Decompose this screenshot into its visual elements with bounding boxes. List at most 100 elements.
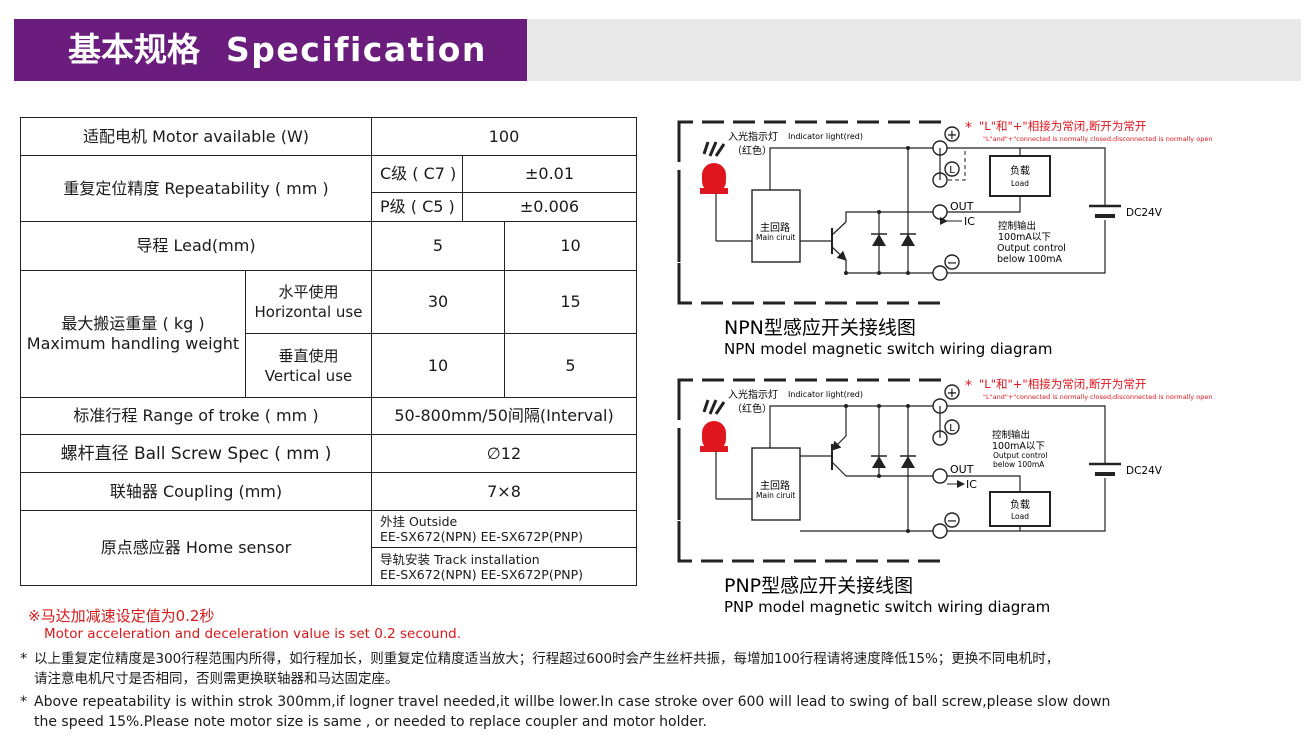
row-coupling: 联轴器 Coupling (mm) 7×8 bbox=[20, 472, 638, 511]
npn-load-en: Load bbox=[1011, 179, 1029, 188]
weight-label: 最大搬运重量 ( kg ) Maximum handling weight bbox=[20, 270, 246, 398]
home-outside-label: 外挂 Outside bbox=[380, 514, 458, 529]
title-cn: 基本规格 bbox=[68, 30, 200, 69]
note-en-line1: Above repeatability is within strok 300m… bbox=[34, 694, 1111, 710]
title-en: Specification bbox=[226, 30, 487, 69]
npn-ctrl-cn: 控制输出 bbox=[998, 220, 1036, 232]
weight-h-value-2: 15 bbox=[503, 270, 638, 334]
spec-table: 适配电机 Motor available (W) 100 重复定位精度 Repe… bbox=[20, 117, 638, 586]
accel-note-en: Motor acceleration and deceleration valu… bbox=[44, 626, 461, 642]
pnp-title-cn: PNP型感应开关接线图 bbox=[724, 575, 913, 597]
pnp-indicator-cn: 入光指示灯 bbox=[728, 388, 778, 401]
repeat-c-grade: C级 ( C7 ) bbox=[371, 155, 463, 193]
accel-note-cn: ※马达加减速设定值为0.2秒 bbox=[28, 607, 215, 625]
npn-indicator-cn: 入光指示灯 bbox=[728, 130, 778, 143]
pnp-terminal-minus bbox=[932, 523, 948, 539]
home-track-label: 导轨安装 Track installation bbox=[380, 551, 540, 567]
motor-label: 适配电机 Motor available (W) bbox=[20, 117, 372, 156]
horizontal-en: Horizontal use bbox=[254, 303, 363, 321]
note-cn: *以上重复定位精度是300行程范围内所得，如行程加长，则重复定位精度适当放大；行… bbox=[20, 649, 1059, 689]
pnp-plus-mark: + bbox=[947, 386, 958, 401]
npn-red-note-en: "L"and"+"connected is normally closed,di… bbox=[983, 135, 1212, 143]
pnp-ctrl-en: Output control bbox=[993, 451, 1047, 460]
note-en: *Above repeatability is within strok 300… bbox=[20, 692, 1110, 732]
npn-star: * bbox=[965, 120, 972, 136]
stroke-value: 50-800mm/50间隔(Interval) bbox=[370, 397, 638, 435]
coupling-label: 联轴器 Coupling (mm) bbox=[20, 472, 372, 511]
row-lead: 导程 Lead(mm) 5 10 bbox=[20, 221, 638, 271]
row-weight-v: 垂直使用 Vertical use 10 5 bbox=[21, 333, 638, 398]
home-outside: 外挂 Outside EE-SX672(NPN) EE-SX672P(PNP) bbox=[370, 510, 638, 548]
pnp-dc-label: DC24V bbox=[1126, 465, 1163, 477]
pnp-indicator-color: （红色） bbox=[732, 402, 772, 415]
pnp-out-label: OUT bbox=[950, 463, 974, 476]
home-label: 原点感应器 Home sensor bbox=[20, 510, 372, 586]
page-title: 基本规格 Specification bbox=[68, 26, 487, 74]
row-weight-h: 最大搬运重量 ( kg ) Maximum handling weight 水平… bbox=[20, 270, 638, 398]
npn-ic-label: IC bbox=[964, 215, 975, 228]
npn-l-mark: L bbox=[949, 165, 955, 176]
stroke-label: 标准行程 Range of troke ( mm ) bbox=[20, 397, 372, 435]
pnp-terminal-out bbox=[932, 468, 948, 484]
npn-main-circuit bbox=[751, 189, 801, 263]
pnp-main-en: Main ciruit bbox=[756, 491, 795, 500]
note-cn-star: * bbox=[20, 651, 28, 667]
note-en-line2: the speed 15%.Please note motor size is … bbox=[34, 714, 707, 730]
motor-value: 100 bbox=[370, 117, 638, 156]
weight-h-value-1: 30 bbox=[371, 270, 505, 334]
repeat-p-value: ±0.006 bbox=[461, 192, 638, 222]
npn-ctrl-en: Output control bbox=[997, 243, 1066, 254]
pnp-ctrl-en2: below 100mA bbox=[993, 460, 1045, 469]
repeat-c-value: ±0.01 bbox=[461, 155, 638, 193]
weight-v-value-2: 5 bbox=[503, 333, 638, 398]
pnp-ctrl-cn: 控制输出 bbox=[992, 429, 1030, 441]
note-cn-line2: 请注意电机尺寸是否相同，否则需更换联轴器和马达固定座。 bbox=[34, 671, 399, 687]
npn-main-en: Main ciruit bbox=[756, 233, 795, 242]
pnp-title-en: PNP model magnetic switch wiring diagram bbox=[724, 598, 1050, 616]
screw-label: 螺杆直径 Ball Screw Spec ( mm ) bbox=[20, 434, 372, 473]
weight-vertical: 垂直使用 Vertical use bbox=[245, 333, 372, 398]
pnp-main-circuit bbox=[751, 447, 801, 521]
pnp-load-cn: 负载 bbox=[1010, 498, 1030, 511]
pnp-ic-label: IC bbox=[966, 478, 977, 491]
npn-main-cn: 主回路 bbox=[760, 221, 790, 234]
repeat-p-grade: P级 ( C5 ) bbox=[371, 192, 463, 222]
pnp-red-note: "L"和"+"相接为常闭,断开为常开 bbox=[979, 377, 1146, 391]
vertical-en: Vertical use bbox=[264, 366, 353, 385]
pnp-indicator-en: Indicator light(red) bbox=[788, 390, 863, 399]
pnp-l-mark: L bbox=[949, 423, 955, 434]
npn-terminal-out bbox=[932, 204, 948, 220]
header-bar bbox=[527, 19, 1301, 81]
row-motor: 适配电机 Motor available (W) 100 bbox=[20, 117, 638, 156]
lead-label: 导程 Lead(mm) bbox=[20, 221, 372, 271]
npn-housing bbox=[677, 120, 941, 305]
home-track: 导轨安装 Track installation EE-SX672(NPN) EE… bbox=[370, 547, 638, 586]
pnp-diagram: 入光指示灯 Indicator light(red) （红色） 主回路 Main… bbox=[677, 377, 1212, 616]
row-repeat-c: 重复定位精度 Repeatability ( mm ) C级 ( C7 ) ±0… bbox=[20, 155, 638, 222]
pnp-ctrl-cn2: 100mA以下 bbox=[992, 441, 1045, 452]
repeat-label: 重复定位精度 Repeatability ( mm ) bbox=[20, 155, 372, 222]
npn-title-en: NPN model magnetic switch wiring diagram bbox=[724, 340, 1052, 358]
pnp-minus-mark: − bbox=[947, 514, 958, 529]
npn-dc-label: DC24V bbox=[1126, 207, 1163, 219]
npn-diodes bbox=[844, 146, 916, 275]
row-screw: 螺杆直径 Ball Screw Spec ( mm ) ∅12 bbox=[20, 434, 638, 473]
pnp-diodes bbox=[800, 404, 940, 533]
row-home-outside: 原点感应器 Home sensor 外挂 Outside EE-SX672(NP… bbox=[20, 510, 638, 586]
row-repeat-p: P级 ( C5 ) ±0.006 bbox=[21, 192, 638, 222]
npn-indicator-color: （红色） bbox=[732, 144, 772, 157]
npn-out-label: OUT bbox=[950, 200, 974, 213]
pnp-red-note-en: "L"and"+"connected is normally closed,di… bbox=[983, 393, 1212, 401]
npn-load-cn: 负载 bbox=[1010, 164, 1030, 177]
npn-indicator-lamp-icon bbox=[700, 141, 728, 194]
lead-value-2: 10 bbox=[503, 221, 638, 271]
weight-v-value-1: 10 bbox=[371, 333, 505, 398]
npn-diagram: 入光指示灯 Indicator light(red) （红色） 主回路 Main… bbox=[677, 119, 1212, 358]
pnp-housing bbox=[677, 378, 941, 563]
screw-value: ∅12 bbox=[370, 434, 638, 473]
row-stroke: 标准行程 Range of troke ( mm ) 50-800mm/50间隔… bbox=[20, 397, 638, 435]
weight-horizontal: 水平使用 Horizontal use bbox=[245, 270, 372, 334]
pnp-load-en: Load bbox=[1011, 512, 1029, 521]
npn-indicator-en: Indicator light(red) bbox=[788, 132, 863, 141]
npn-ctrl-cn2: 100mA以下 bbox=[998, 232, 1051, 243]
